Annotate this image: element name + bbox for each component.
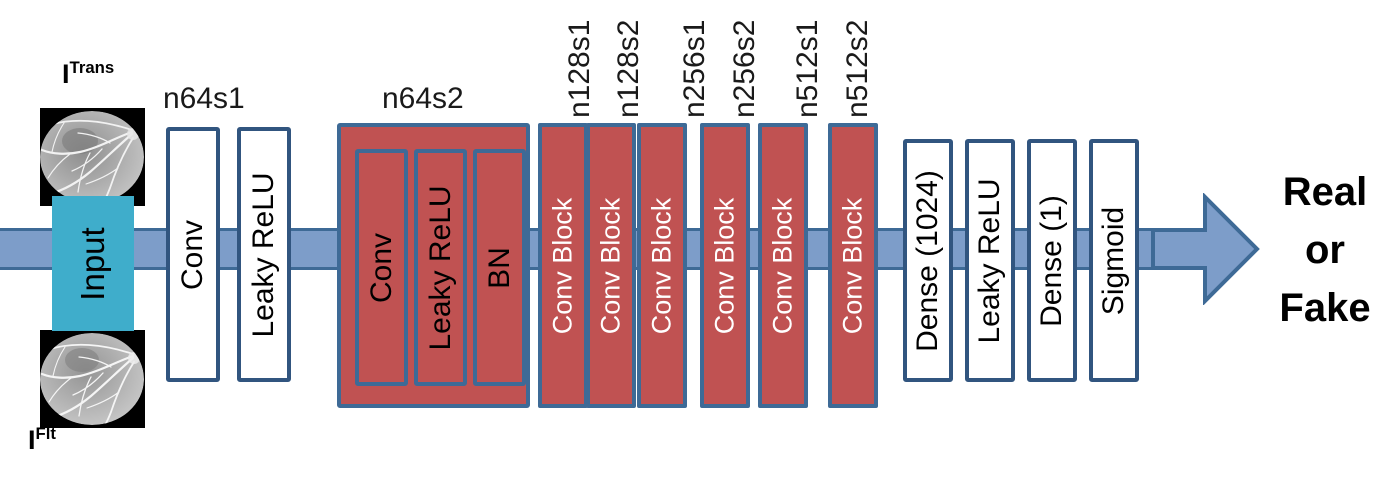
conv-block-1-label: Conv Block xyxy=(547,197,578,334)
input-label-flt-sup: Flt xyxy=(35,424,56,443)
conv-block-5: Conv Block xyxy=(758,123,808,408)
layer-leakyrelu-2-label: Leaky ReLU xyxy=(973,177,1006,344)
sub-layer-bn: BN xyxy=(473,149,526,386)
layer-leakyrelu-1: Leaky ReLU xyxy=(237,127,291,382)
conv-block-6-label: Conv Block xyxy=(837,197,868,334)
conv-block-3: Conv Block xyxy=(637,123,687,408)
layer-dense-1-label: Dense (1) xyxy=(1035,194,1068,327)
conv-block-label-5: n512s1 xyxy=(791,19,824,118)
output-label: Real or Fake xyxy=(1250,163,1400,337)
conv-block-group-n64s2: Conv Leaky ReLU BN xyxy=(337,123,530,408)
layer-sigmoid: Sigmoid xyxy=(1089,139,1139,382)
conv-block-label-4: n256s2 xyxy=(728,19,761,118)
sub-layer-conv-label: Conv xyxy=(364,232,398,303)
sub-layer-bn-label: BN xyxy=(482,246,516,289)
input-image-trans xyxy=(40,108,145,206)
conv-block-1: Conv Block xyxy=(538,123,588,408)
conv-block-6: Conv Block xyxy=(828,123,878,408)
output-line-1: Real xyxy=(1282,170,1368,214)
input-block-label: Input xyxy=(74,226,111,301)
layer-leakyrelu-2: Leaky ReLU xyxy=(965,139,1015,382)
input-label-flt: IFlt xyxy=(28,424,56,456)
conv-block-4-label: Conv Block xyxy=(709,197,740,334)
input-label-trans: ITrans xyxy=(62,58,114,90)
layer-dense-1024: Dense (1024) xyxy=(903,139,953,382)
conv-block-5-label: Conv Block xyxy=(767,197,798,334)
group-label-n64s2: n64s2 xyxy=(382,82,464,115)
input-image-flt xyxy=(40,330,145,428)
input-label-trans-base: I xyxy=(62,59,70,89)
output-line-2: or xyxy=(1305,228,1345,272)
sub-layer-leakyrelu: Leaky ReLU xyxy=(414,149,467,386)
sub-layer-conv: Conv xyxy=(355,149,408,386)
layer-conv-1-label: Conv xyxy=(176,219,209,290)
conv-block-label-1: n128s1 xyxy=(563,19,596,118)
layer-dense-1024-label: Dense (1024) xyxy=(911,169,944,352)
conv-block-3-label: Conv Block xyxy=(646,197,677,334)
layer-conv-1: Conv xyxy=(166,127,220,382)
layer-dense-1: Dense (1) xyxy=(1027,139,1077,382)
input-label-flt-base: I xyxy=(28,425,36,455)
group-label-n64s1: n64s1 xyxy=(163,82,245,115)
output-line-3: Fake xyxy=(1279,286,1371,330)
conv-block-2-label: Conv Block xyxy=(595,197,626,334)
input-block: Input xyxy=(52,196,134,331)
conv-block-label-6: n512s2 xyxy=(841,19,874,118)
conv-block-label-3: n256s1 xyxy=(678,19,711,118)
input-label-trans-sup: Trans xyxy=(69,58,115,77)
conv-block-4: Conv Block xyxy=(700,123,750,408)
conv-block-label-2: n128s2 xyxy=(612,19,645,118)
layer-leakyrelu-1-label: Leaky ReLU xyxy=(247,171,280,338)
conv-block-2: Conv Block xyxy=(586,123,636,408)
sub-layer-leakyrelu-label: Leaky ReLU xyxy=(423,184,457,351)
layer-sigmoid-label: Sigmoid xyxy=(1097,206,1130,315)
